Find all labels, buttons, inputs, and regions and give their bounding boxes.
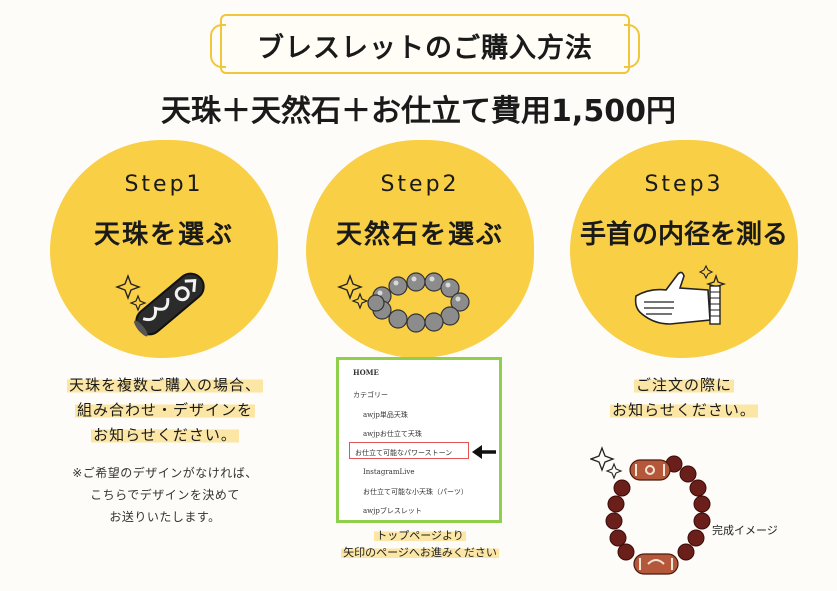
- step1-note-line2: こちらでデザインを決めて: [90, 488, 240, 502]
- page-title: ブレスレットのご購入方法: [257, 33, 593, 64]
- menu-item-awjp-single[interactable]: awjp単品天珠: [363, 411, 408, 419]
- site-menu-screenshot: HOME カテゴリー awjp単品天珠 awjpお仕立て天珠 お仕立て可能なパワ…: [336, 357, 502, 523]
- step1-desc-line1: 天珠を複数ご購入の場合、: [66, 376, 263, 394]
- arrow-left-icon: [472, 445, 496, 459]
- step1-note-line3: お送りいたします。: [109, 510, 221, 524]
- step1-desc-line3: お知らせください。: [91, 426, 239, 444]
- stone-bracelet-icon: [337, 272, 470, 333]
- step2-label: Step2: [380, 172, 460, 197]
- page-subtitle: 天珠＋天然石＋お仕立て費用1,500円: [161, 94, 676, 129]
- tenju-bead-icon: [115, 272, 205, 337]
- menu-highlight-box: [349, 442, 469, 459]
- step3-description: ご注文の際に お知らせください。: [570, 373, 798, 423]
- step1-note: ※ご希望のデザインがなければ、 こちらでデザインを決めて お送りいたします。: [30, 462, 300, 528]
- step2-caption: トップページより 矢印のページへお進みください: [306, 527, 534, 561]
- step2-title: 天然石を選ぶ: [335, 220, 504, 250]
- step1-note-line1: ※ご希望のデザインがなければ、: [72, 466, 258, 480]
- menu-home[interactable]: HOME: [353, 368, 379, 377]
- menu-item-power-stone[interactable]: お仕立て可能なパワーストーン: [355, 449, 453, 457]
- finished-image-caption: 完成イメージ: [712, 524, 778, 537]
- menu-item-awjp-bracelet[interactable]: awjpブレスレット: [363, 507, 422, 515]
- step3-desc-line2: お知らせください。: [610, 401, 758, 419]
- wrist-measure-icon: [634, 264, 727, 325]
- step1-desc-line2: 組み合わせ・デザインを: [74, 401, 255, 419]
- menu-item-small-tenju[interactable]: お仕立て可能な小天珠（パーツ）: [363, 488, 468, 496]
- step3-desc-line1: ご注文の際に: [633, 376, 734, 394]
- step1-title: 天珠を選ぶ: [93, 220, 234, 250]
- menu-category-heading: カテゴリー: [353, 391, 388, 399]
- step2-caption-line1: トップページより: [374, 529, 466, 542]
- finished-bracelet-image: [590, 446, 711, 575]
- step3-title: 手首の内径を測る: [579, 220, 788, 250]
- step1-description: 天珠を複数ご購入の場合、 組み合わせ・デザインを お知らせください。: [30, 373, 300, 448]
- step3-label: Step3: [644, 172, 724, 197]
- step2-caption-line2: 矢印のページへお進みください: [341, 546, 499, 559]
- header-frame: [210, 14, 640, 74]
- step1-label: Step1: [124, 172, 204, 197]
- menu-item-instagram-live[interactable]: InstagramLive: [363, 468, 415, 476]
- menu-item-awjp-tailored[interactable]: awjpお仕立て天珠: [363, 430, 422, 438]
